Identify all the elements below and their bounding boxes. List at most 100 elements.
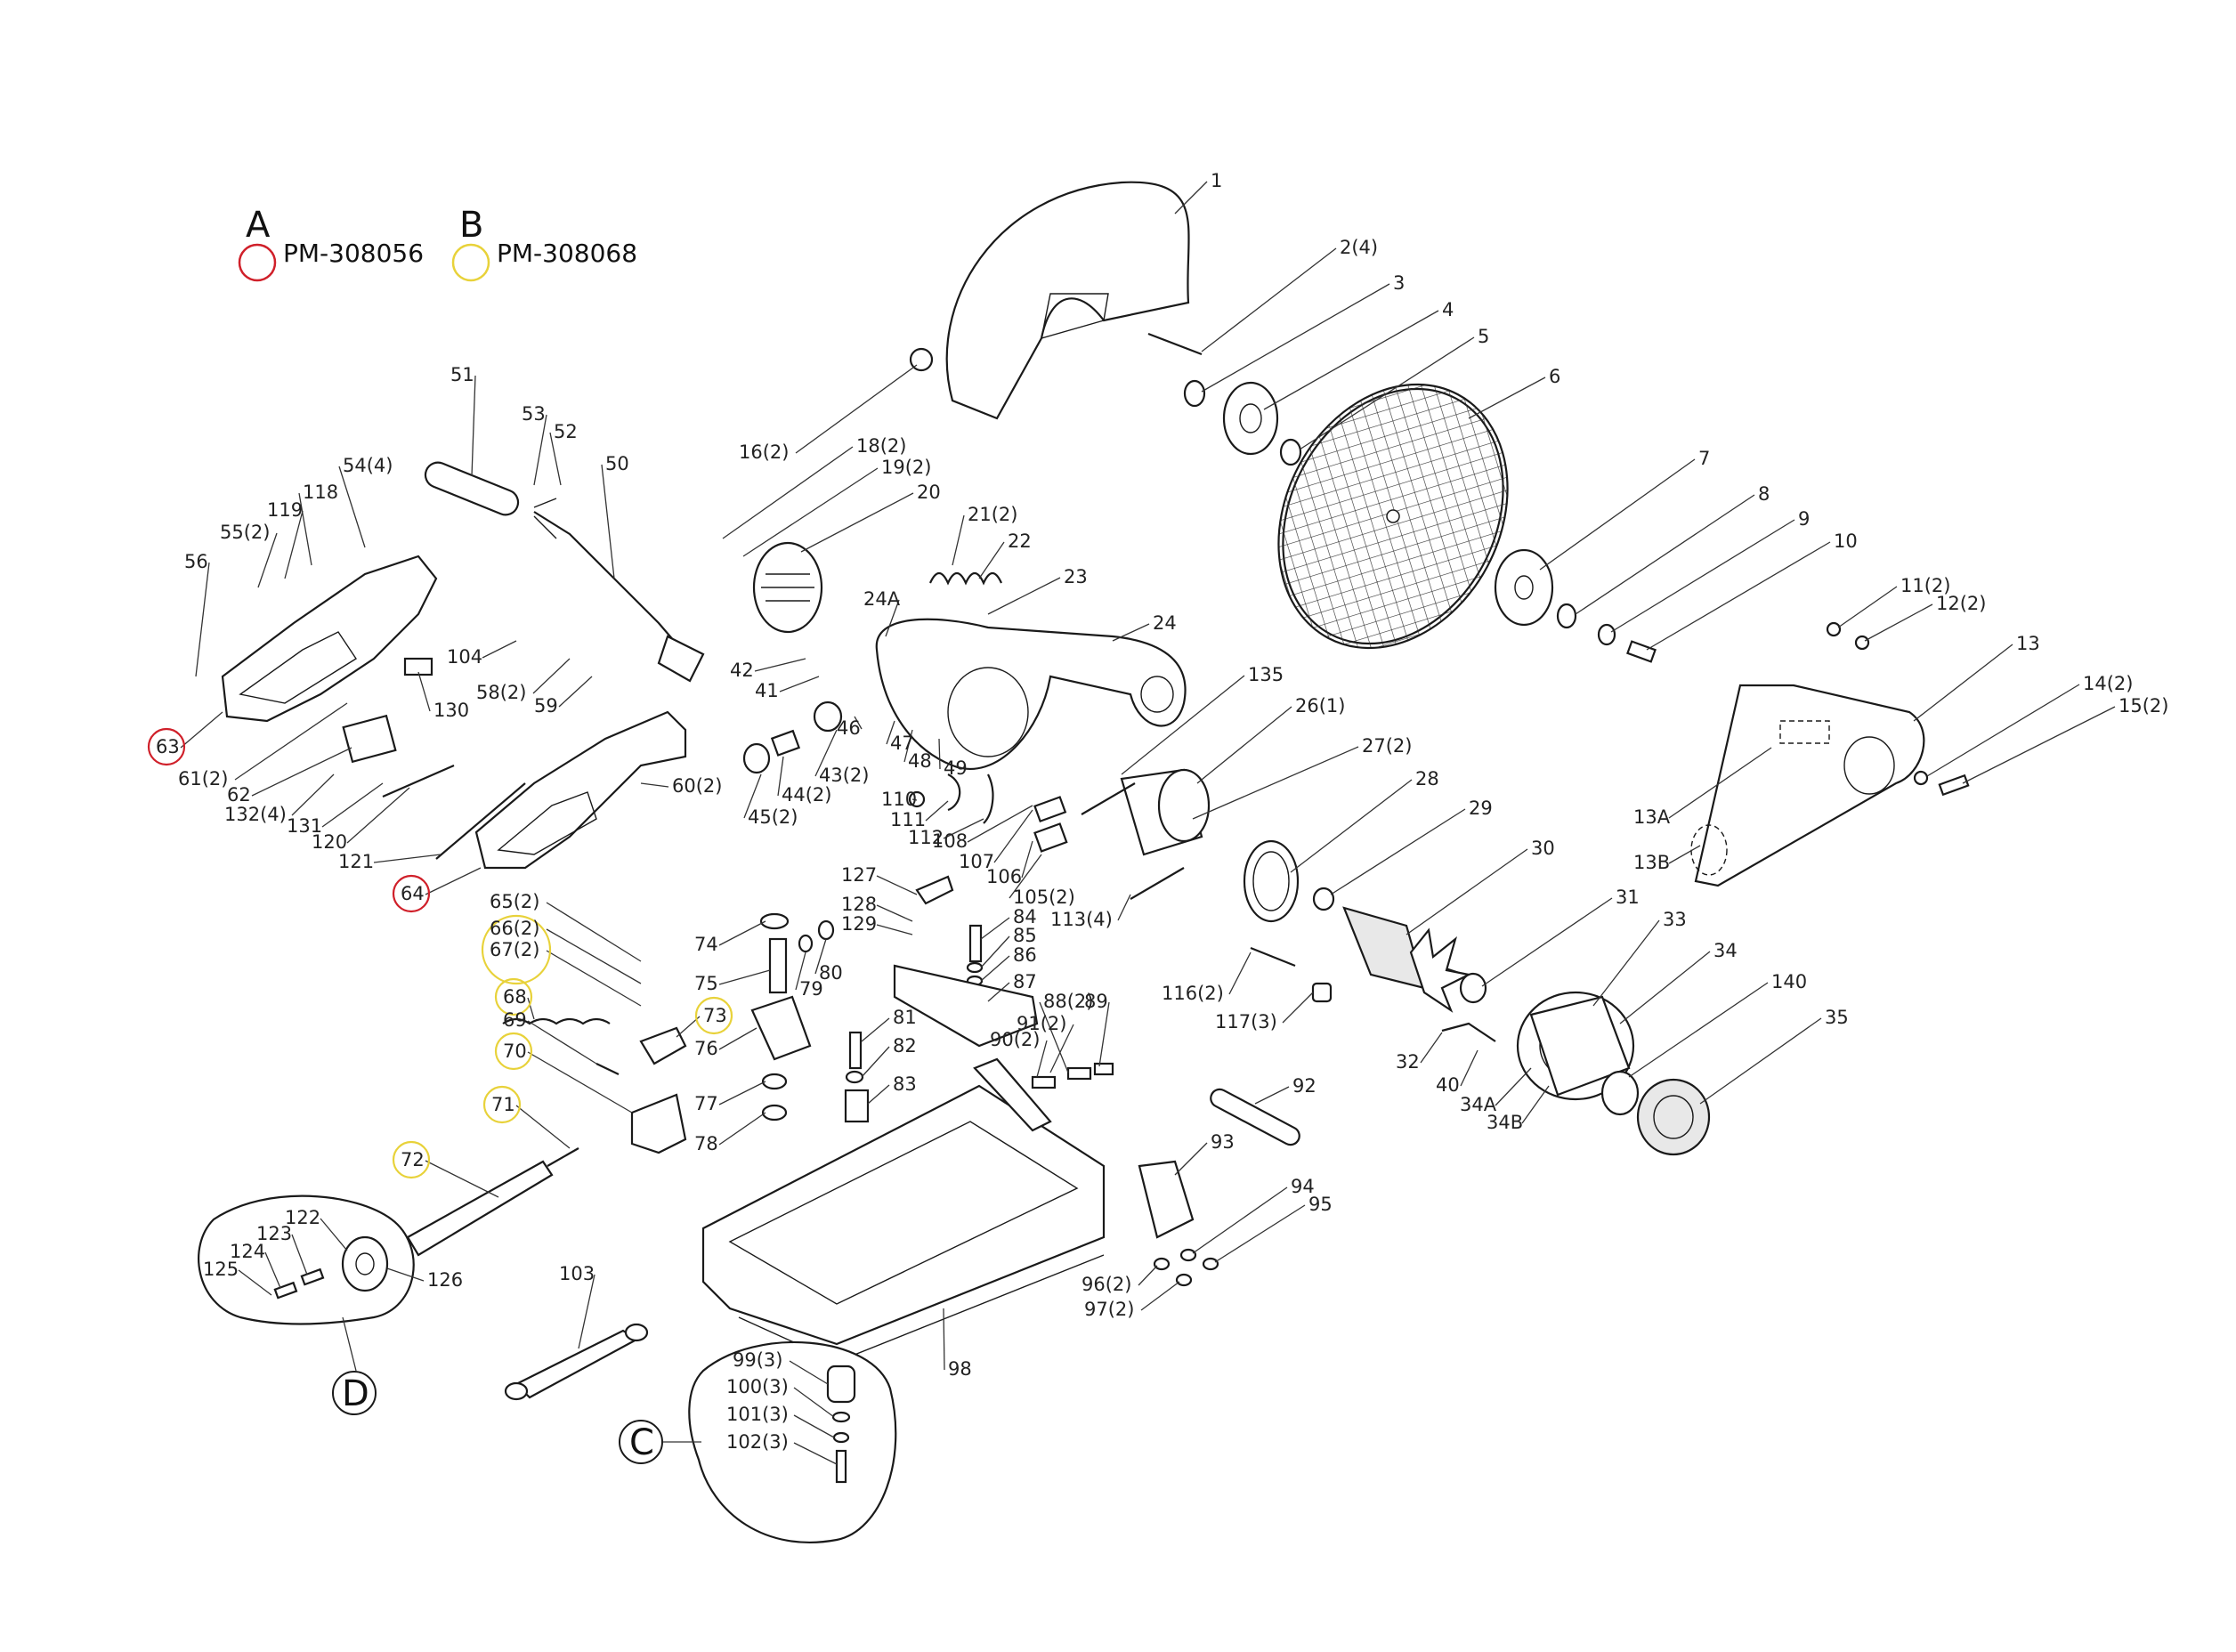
leader-line-p104 [482,640,517,659]
part-label-p9: 9 [1798,508,1810,530]
part-label-p120: 120 [312,831,347,853]
part-label-p69: 69 [503,1009,527,1031]
leader-line-p7 [1539,458,1696,571]
part-label-p50: 50 [605,453,629,474]
leader-line-p129 [876,924,913,935]
leader-line-p121 [373,854,442,863]
part-label-p54: 54(4) [343,455,393,476]
leader-line-p49 [938,738,941,770]
part-label-p107: 107 [959,851,994,872]
part-label-p34b: 34B [1487,1112,1523,1133]
leader-line-p51 [471,375,476,477]
part-label-p72: 72 [401,1149,425,1170]
part-label-p111: 111 [890,809,926,830]
part-label-p108: 108 [932,830,968,852]
armature [1342,906,1426,990]
leader-line-p18 [722,446,854,539]
leader-line-p135 [1121,675,1245,775]
leader-line-p80 [814,938,827,975]
part-label-p92: 92 [1292,1075,1316,1097]
leader-line-p4 [1263,310,1439,410]
part-label-p16: 16(2) [739,441,789,463]
part-label-p97: 97(2) [1084,1299,1134,1320]
motor-housing-arm [875,618,1187,771]
leader-line-p122 [320,1218,348,1251]
part-label-p21: 21(2) [968,504,1017,525]
base [701,1084,1106,1346]
leader-line-p28 [1290,779,1413,873]
inset-c-label: C [629,1422,654,1463]
leader-line-p77 [718,1081,766,1105]
part-label-p121: 121 [338,851,374,872]
part-label-p10: 10 [1834,530,1858,552]
leader-line-p92 [1254,1086,1290,1105]
part-label-p47: 47 [890,733,914,754]
leader-line-p34a [1495,1067,1532,1106]
leader-line-p113 [1117,894,1131,921]
part-label-p127: 127 [841,864,877,886]
highlight-circle-p63 [147,727,186,766]
leader-line-p21 [952,514,965,566]
part-label-p49: 49 [944,757,968,779]
leader-line-p131 [321,782,384,828]
inset-d: D [198,1194,415,1415]
part-label-p13: 13 [2016,633,2040,654]
leader-line-p125 [238,1269,272,1296]
handle-half-left [221,555,438,723]
leader-line-p22 [978,541,1005,579]
highlight-circle-p71 [482,1085,522,1124]
legend-letter-b: B [459,205,483,246]
part-label-p104: 104 [447,646,482,668]
leader-line-p127 [876,875,918,895]
part-label-p46: 46 [837,717,861,739]
leader-line-p111 [925,800,949,822]
part-label-p5: 5 [1478,326,1489,347]
part-label-p56: 56 [184,551,208,572]
leader-line-p64 [425,867,482,895]
leader-line-p126 [386,1267,425,1282]
leader-line-p45 [743,773,762,819]
leader-line-p120 [346,787,410,844]
leader-line-p106 [1021,840,1033,879]
leader-line-p35 [1699,1017,1822,1105]
part-label-p3: 3 [1393,272,1405,294]
leader-line-p85 [980,935,1010,968]
leader-line-p53 [533,414,547,486]
leader-line-p93 [1174,1142,1208,1176]
part-label-p122: 122 [285,1207,320,1228]
part-drawings [221,181,1970,1401]
part-label-p110: 110 [881,789,917,810]
part-label-p86: 86 [1013,944,1037,966]
leader-line-p89 [1098,1001,1110,1067]
part-label-p59: 59 [534,695,558,717]
leader-line-p27 [1192,746,1359,820]
leader-line-p16 [795,364,918,454]
leader-line-p116 [1228,952,1252,995]
highlight-circle-p70 [494,1032,533,1071]
leader-line-p13 [1913,644,2013,722]
leader-line-p65 [546,902,642,962]
leader-line-p47 [886,720,895,745]
leader-line-p94 [1192,1186,1288,1254]
part-label-p24a: 24A [863,588,901,610]
part-label-p62: 62 [227,784,251,806]
leader-line-p83 [867,1084,890,1105]
leader-line-p34b [1521,1085,1550,1124]
part-label-p128: 128 [841,894,877,915]
legend-circle-a [238,243,277,282]
leader-line-p101 [793,1414,835,1438]
highlight-circle-p73 [694,996,733,1035]
leader-line-p69 [527,1020,597,1065]
part-label-p22: 22 [1008,530,1032,552]
part-label-p87: 87 [1013,971,1037,992]
leader-line-p86 [980,955,1010,982]
leader-line-p24a [885,599,900,637]
part-label-p51: 51 [450,364,474,385]
leader-line-p8 [1575,494,1755,615]
leader-line-p43 [814,729,838,777]
leader-line-p110 [911,798,918,801]
leader-line-p112 [943,818,984,839]
part-label-p52: 52 [554,421,578,442]
leader-line-p15 [1962,706,2116,784]
